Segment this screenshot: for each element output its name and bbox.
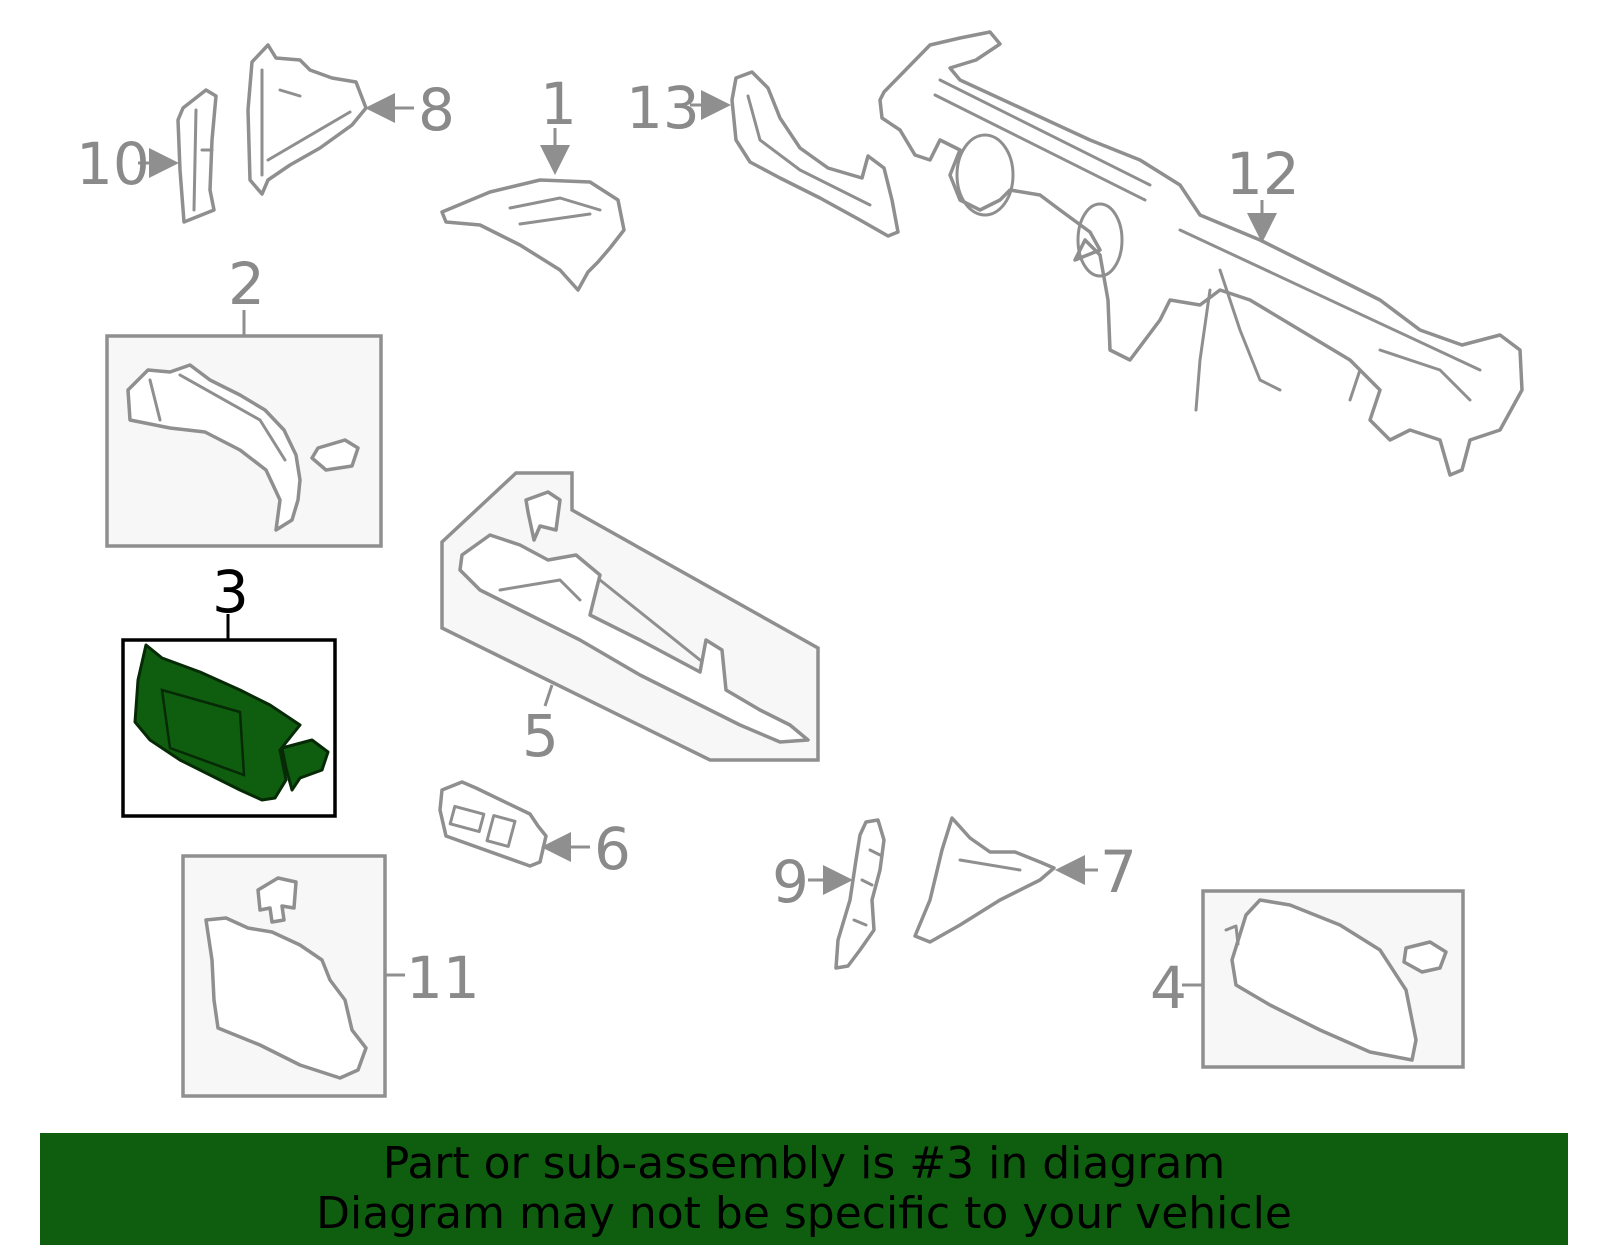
part-2-duct [126,363,360,532]
part-4-airbag-cover [1224,898,1448,1062]
part-9-bracket [834,818,886,970]
callout-11: 11 [406,944,480,1012]
part-6-switch-bezel [438,780,548,868]
callout-9: 9 [772,848,809,916]
info-banner: Part or sub-assembly is #3 in diagram Di… [40,1133,1568,1245]
part-3-highlighted [133,643,330,802]
callout-1: 1 [540,70,577,138]
part-10-bracket [176,88,218,224]
banner-line-2: Diagram may not be specific to your vehi… [316,1188,1292,1239]
callout-8: 8 [418,76,455,144]
part-8-bracket [246,43,368,196]
callout-4: 4 [1150,954,1187,1022]
callout-13: 13 [626,74,700,142]
banner-line-1: Part or sub-assembly is #3 in diagram [382,1138,1226,1189]
leader-5 [543,684,554,707]
part-7-trim [913,816,1056,944]
callout-7: 7 [1100,838,1137,906]
callout-6: 6 [594,815,631,883]
callout-12: 12 [1226,140,1300,208]
part-13-brace [730,70,900,238]
callout-10: 10 [76,130,150,198]
part-5-glove-box [458,490,810,744]
callout-2: 2 [228,250,265,318]
callout-3: 3 [212,558,249,626]
part-1-panel [440,178,626,292]
part-11-insert [204,876,368,1080]
callout-5: 5 [522,702,559,770]
part-12-cross-car-beam [878,30,1524,477]
